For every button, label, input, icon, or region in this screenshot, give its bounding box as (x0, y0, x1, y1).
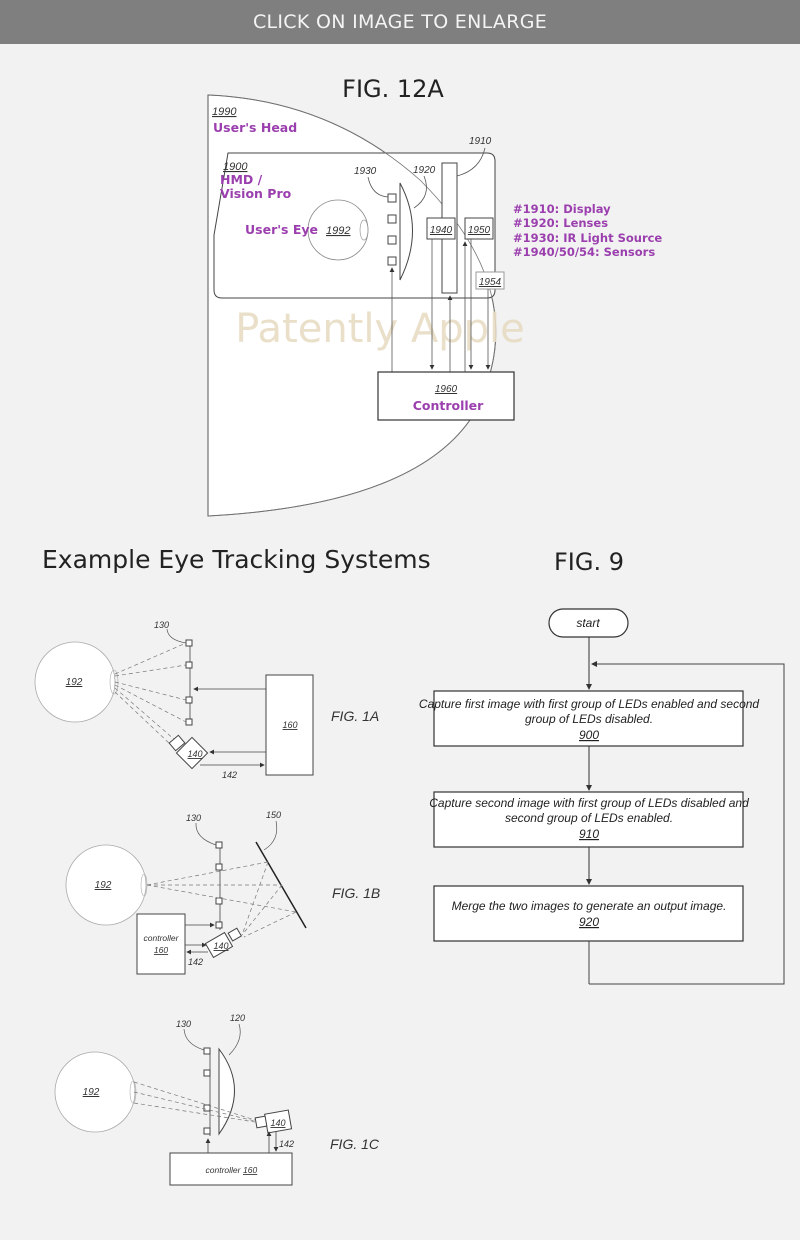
svg-text:192: 192 (95, 880, 112, 891)
hmd-housing (213, 152, 496, 299)
hmd-label-line1: HMD / (220, 172, 263, 187)
svg-text:Controller: Controller (413, 398, 484, 413)
fig-1b: 192 130 150 140 controller 160 142 FIG. … (65, 810, 380, 975)
banner-label: CLICK ON IMAGE TO ENLARGE (252, 11, 548, 33)
svg-text:1940: 1940 (430, 225, 453, 236)
lens-shape (399, 182, 413, 281)
fig-12a: FIG. 12A 1990 User's Head 1900 HMD / Vis… (207, 75, 662, 517)
svg-text:900: 900 (579, 728, 599, 742)
step-900 (433, 690, 744, 747)
svg-text:1960: 1960 (435, 384, 458, 395)
fig-1b-title: FIG. 1B (332, 885, 380, 901)
fig-1c: 192 130 120 140 controller 160 142 FIG. … (54, 1013, 380, 1186)
legend-item: #1940/50/54: Sensors (513, 245, 655, 259)
svg-text:1950: 1950 (468, 225, 491, 236)
display-ref: 1910 (469, 136, 492, 147)
hmd-ref: 1900 (223, 161, 248, 173)
svg-text:Merge the two images to genera: Merge the two images to generate an outp… (452, 899, 727, 913)
svg-text:160: 160 (243, 1165, 257, 1175)
fig-9-title: FIG. 9 (554, 548, 624, 576)
svg-text:192: 192 (83, 1087, 100, 1098)
legend-item: #1930: IR Light Source (513, 231, 662, 245)
svg-text:group of LEDs disabled.: group of LEDs disabled. (525, 712, 653, 726)
step-910 (433, 791, 744, 848)
eye-ref: 1992 (326, 225, 350, 237)
head-ref: 1990 (212, 106, 237, 118)
sensor-1940 (426, 217, 456, 240)
svg-text:1954: 1954 (479, 277, 502, 288)
svg-text:142: 142 (279, 1139, 294, 1149)
svg-text:controller: controller (206, 1165, 242, 1175)
svg-text:140: 140 (187, 749, 202, 759)
svg-text:second group of LEDs enabled.: second group of LEDs enabled. (505, 811, 673, 825)
watermark: Patently Apple (235, 306, 525, 352)
svg-text:150: 150 (266, 810, 281, 820)
enlarge-image-banner[interactable]: CLICK ON IMAGE TO ENLARGE (0, 0, 800, 44)
svg-text:910: 910 (579, 827, 599, 841)
svg-text:920: 920 (579, 915, 599, 929)
svg-text:142: 142 (222, 770, 237, 780)
svg-text:start: start (576, 616, 600, 630)
section-title: Example Eye Tracking Systems (42, 545, 431, 574)
sensor-1950 (464, 217, 494, 240)
svg-text:130: 130 (154, 620, 169, 630)
step-920 (433, 885, 744, 942)
svg-text:controller: controller (144, 933, 180, 943)
fig-12a-title: FIG. 12A (342, 75, 444, 103)
eye-label: User's Eye (245, 222, 318, 237)
svg-text:160: 160 (154, 945, 168, 955)
sensor-1954 (475, 271, 505, 290)
fig-1c-title: FIG. 1C (330, 1136, 380, 1152)
svg-text:130: 130 (176, 1019, 191, 1029)
fig-12a-legend: #1910: Display #1920: Lenses #1930: IR L… (513, 202, 662, 259)
fig-1a: 192 130 140 160 142 FIG. 1A (34, 620, 379, 780)
svg-text:120: 120 (230, 1013, 245, 1023)
svg-text:130: 130 (186, 813, 201, 823)
svg-text:140: 140 (270, 1118, 285, 1128)
head-label: User's Head (213, 120, 297, 135)
svg-text:Capture second image with firs: Capture second image with first group of… (429, 796, 749, 810)
svg-text:192: 192 (66, 677, 83, 688)
fig-1a-title: FIG. 1A (331, 708, 379, 724)
legend-item: #1920: Lenses (513, 216, 608, 230)
lens-ref: 1920 (413, 165, 436, 176)
hmd-label-line2: Vision Pro (220, 186, 292, 201)
svg-text:Capture first image with first: Capture first image with first group of … (419, 697, 760, 711)
svg-text:160: 160 (282, 720, 297, 730)
svg-text:142: 142 (188, 957, 203, 967)
controller-1960 (377, 371, 515, 421)
ir-ref: 1930 (354, 166, 377, 177)
fig-9-flowchart: start Capture first image with first gro… (419, 608, 785, 985)
legend-item: #1910: Display (513, 202, 611, 216)
svg-text:140: 140 (213, 941, 228, 951)
